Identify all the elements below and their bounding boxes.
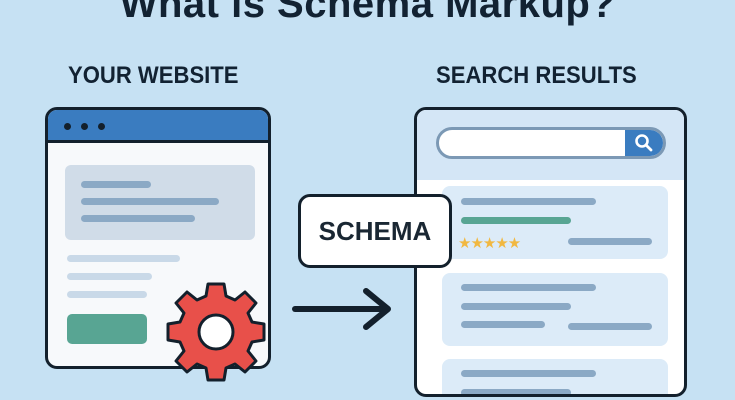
- text-line: [81, 215, 195, 222]
- search-button[interactable]: [625, 130, 663, 156]
- result-url-line: [461, 217, 571, 224]
- hero-block: [65, 165, 255, 240]
- gear-icon: [166, 282, 266, 382]
- result-text-line: [568, 238, 652, 245]
- arrow-right-icon: [292, 288, 391, 330]
- your-website-label: YOUR WEBSITE: [68, 62, 239, 89]
- search-result[interactable]: [442, 273, 668, 346]
- window-dot-icon: [81, 123, 88, 130]
- browser-title-bar: [48, 110, 268, 143]
- search-result-rich[interactable]: ★★★★★: [442, 186, 668, 259]
- text-line: [67, 255, 180, 262]
- result-text-line: [461, 321, 545, 328]
- schema-label: SCHEMA: [318, 215, 432, 246]
- magnifier-icon: [635, 134, 653, 152]
- page-title: What is Schema Markup?: [119, 0, 616, 26]
- result-text-line: [461, 389, 571, 394]
- search-input[interactable]: [436, 127, 666, 159]
- cta-button: [67, 314, 147, 344]
- result-title-line: [461, 198, 596, 205]
- star-rating: ★★★★★: [458, 235, 521, 252]
- text-line: [67, 273, 152, 280]
- schema-badge: SCHEMA: [298, 194, 452, 268]
- result-title-line: [461, 284, 596, 291]
- search-header: [417, 110, 684, 180]
- window-dot-icon: [64, 123, 71, 130]
- result-title-line: [461, 370, 596, 377]
- text-line: [81, 198, 219, 205]
- text-line: [67, 291, 147, 298]
- result-text-line: [568, 323, 652, 330]
- result-text-line: [461, 303, 571, 310]
- search-result[interactable]: [442, 359, 668, 394]
- search-results-label: SEARCH RESULTS: [436, 62, 637, 89]
- website-window: [45, 107, 271, 369]
- window-dot-icon: [98, 123, 105, 130]
- search-results-window: ★★★★★: [414, 107, 687, 397]
- text-line: [81, 181, 151, 188]
